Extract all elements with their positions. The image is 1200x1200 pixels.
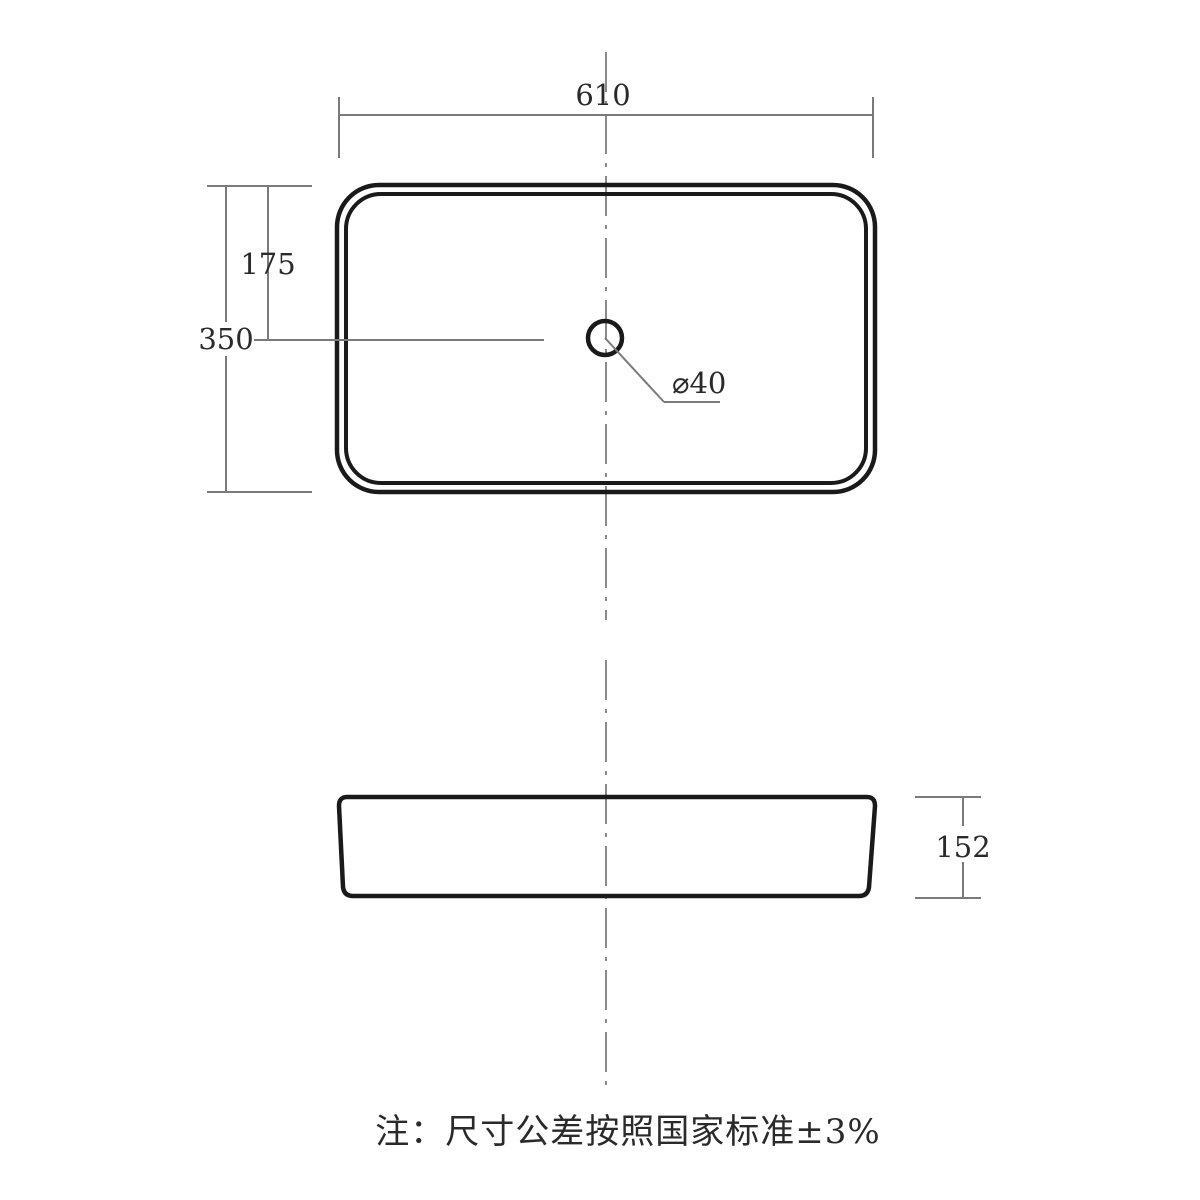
depth-label: 350 <box>198 322 253 356</box>
tolerance-note: 注：尺寸公差按照国家标准±3% <box>375 1112 880 1152</box>
basin-side-profile <box>336 794 878 899</box>
width-label: 610 <box>575 78 630 112</box>
drain-offset-label: 175 <box>240 247 295 281</box>
top-view: ⌀40 610 350 175 <box>198 78 878 495</box>
drain-hole <box>585 318 625 358</box>
basin-top-outer-rim <box>334 182 878 495</box>
drain-leader-line <box>604 337 665 403</box>
basin-top-inner-rim <box>344 192 868 485</box>
side-view: 152 <box>336 794 991 899</box>
drain-diameter-label: ⌀40 <box>672 366 726 400</box>
height-label: 152 <box>935 830 990 864</box>
